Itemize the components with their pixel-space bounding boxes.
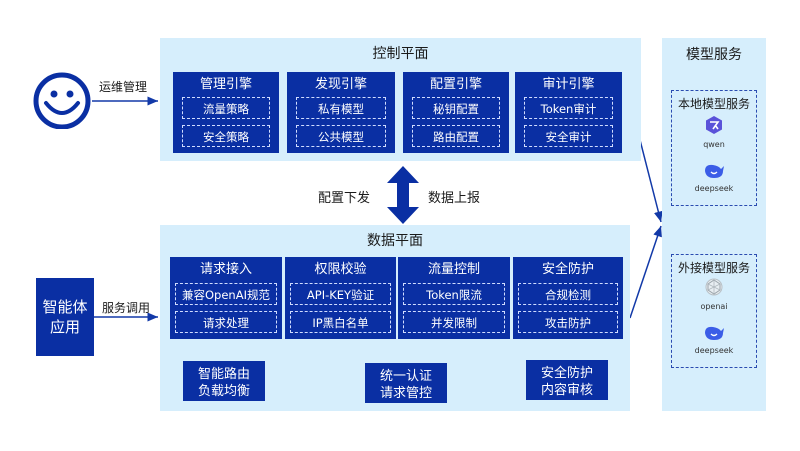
summary-line: 请求管控 [379, 386, 432, 401]
control-block-management: 管理引擎 流量策略 安全策略 [173, 72, 279, 153]
external-model-group: 外接模型服务 openai deepseek [671, 254, 757, 368]
summary-line: 安全防护 [540, 366, 593, 381]
ops-management-label: 运维管理 [99, 80, 148, 94]
control-plane-title: 控制平面 [372, 46, 429, 62]
block-item: 安全审计 [524, 125, 613, 147]
summary-routing: 智能路由 负载均衡 [183, 361, 265, 401]
summary-line: 智能路由 [197, 367, 250, 382]
model-services-title: 模型服务 [686, 47, 742, 63]
bidirectional-arrow-icon [387, 166, 419, 224]
block-item: 攻击防护 [518, 311, 618, 333]
control-block-discovery: 发现引擎 私有模型 公共模型 [287, 72, 395, 153]
summary-security: 安全防护 内容审核 [526, 360, 608, 400]
summary-line: 负载均衡 [197, 384, 250, 399]
config-push-label: 配置下发 [318, 191, 371, 206]
summary-line: 内容审核 [540, 383, 593, 398]
data-block-traffic: 流量控制 Token限流 并发限制 [398, 257, 510, 339]
service-call-label: 服务调用 [102, 301, 151, 315]
data-to-models-arrow [629, 225, 662, 319]
block-item: 路由配置 [412, 125, 500, 147]
control-block-audit: 审计引擎 Token审计 安全审计 [515, 72, 622, 153]
data-block-access: 请求接入 兼容OpenAI规范 请求处理 [170, 257, 282, 339]
block-title: 管理引擎 [199, 77, 252, 92]
block-title: 审计引擎 [542, 77, 595, 92]
data-report-label: 数据上报 [428, 191, 481, 206]
smiley-face-icon [33, 72, 91, 129]
model-name: deepseek [694, 184, 734, 193]
block-item: Token审计 [524, 97, 613, 119]
block-item: 合规检测 [518, 283, 618, 305]
block-item: 公共模型 [296, 125, 386, 147]
block-item: API-KEY验证 [290, 283, 391, 305]
agent-app-label-line2: 应用 [49, 318, 80, 336]
model-item-qwen: qwen [672, 115, 756, 149]
data-plane-title: 数据平面 [367, 233, 423, 249]
agent-app-label-line1: 智能体 [42, 298, 88, 316]
block-item: Token限流 [403, 283, 505, 305]
control-block-config: 配置引擎 秘钥配置 路由配置 [403, 72, 509, 153]
block-item: 并发限制 [403, 311, 505, 333]
model-group-title: 外接模型服务 [677, 261, 750, 275]
data-block-security: 安全防护 合规检测 攻击防护 [513, 257, 623, 339]
block-title: 请求接入 [199, 262, 252, 277]
block-item: 私有模型 [296, 97, 386, 119]
block-title: 配置引擎 [429, 77, 482, 92]
model-name: deepseek [694, 346, 734, 355]
model-services-panel: 模型服务 本地模型服务 qwen deepseek 外接模型服务 [662, 38, 766, 411]
block-item: 请求处理 [175, 311, 277, 333]
model-item-deepseek: deepseek [672, 163, 756, 193]
data-block-auth: 权限校验 API-KEY验证 IP黑白名单 [285, 257, 396, 339]
block-item: 兼容OpenAI规范 [175, 283, 277, 305]
deepseek-whale-icon [705, 164, 724, 178]
agent-app-box: 智能体 应用 [36, 278, 94, 356]
model-name: qwen [703, 140, 725, 149]
deepseek-whale-icon [705, 326, 724, 340]
model-name: openai [700, 302, 728, 311]
summary-auth: 统一认证 请求管控 [365, 363, 447, 403]
block-title: 安全防护 [541, 262, 594, 277]
block-title: 流量控制 [427, 262, 480, 277]
model-item-openai: openai [672, 277, 756, 311]
model-item-deepseek: deepseek [672, 325, 756, 355]
summary-line: 统一认证 [379, 369, 432, 384]
openai-logo-icon [705, 278, 723, 296]
block-title: 发现引擎 [314, 77, 367, 92]
model-group-title: 本地模型服务 [677, 97, 750, 111]
block-item: 秘钥配置 [412, 97, 500, 119]
block-item: 安全策略 [182, 125, 270, 147]
block-title: 权限校验 [314, 262, 367, 277]
block-item: IP黑白名单 [290, 311, 391, 333]
block-item: 流量策略 [182, 97, 270, 119]
local-model-group: 本地模型服务 qwen deepseek [671, 90, 757, 206]
qwen-logo-icon [706, 116, 722, 134]
